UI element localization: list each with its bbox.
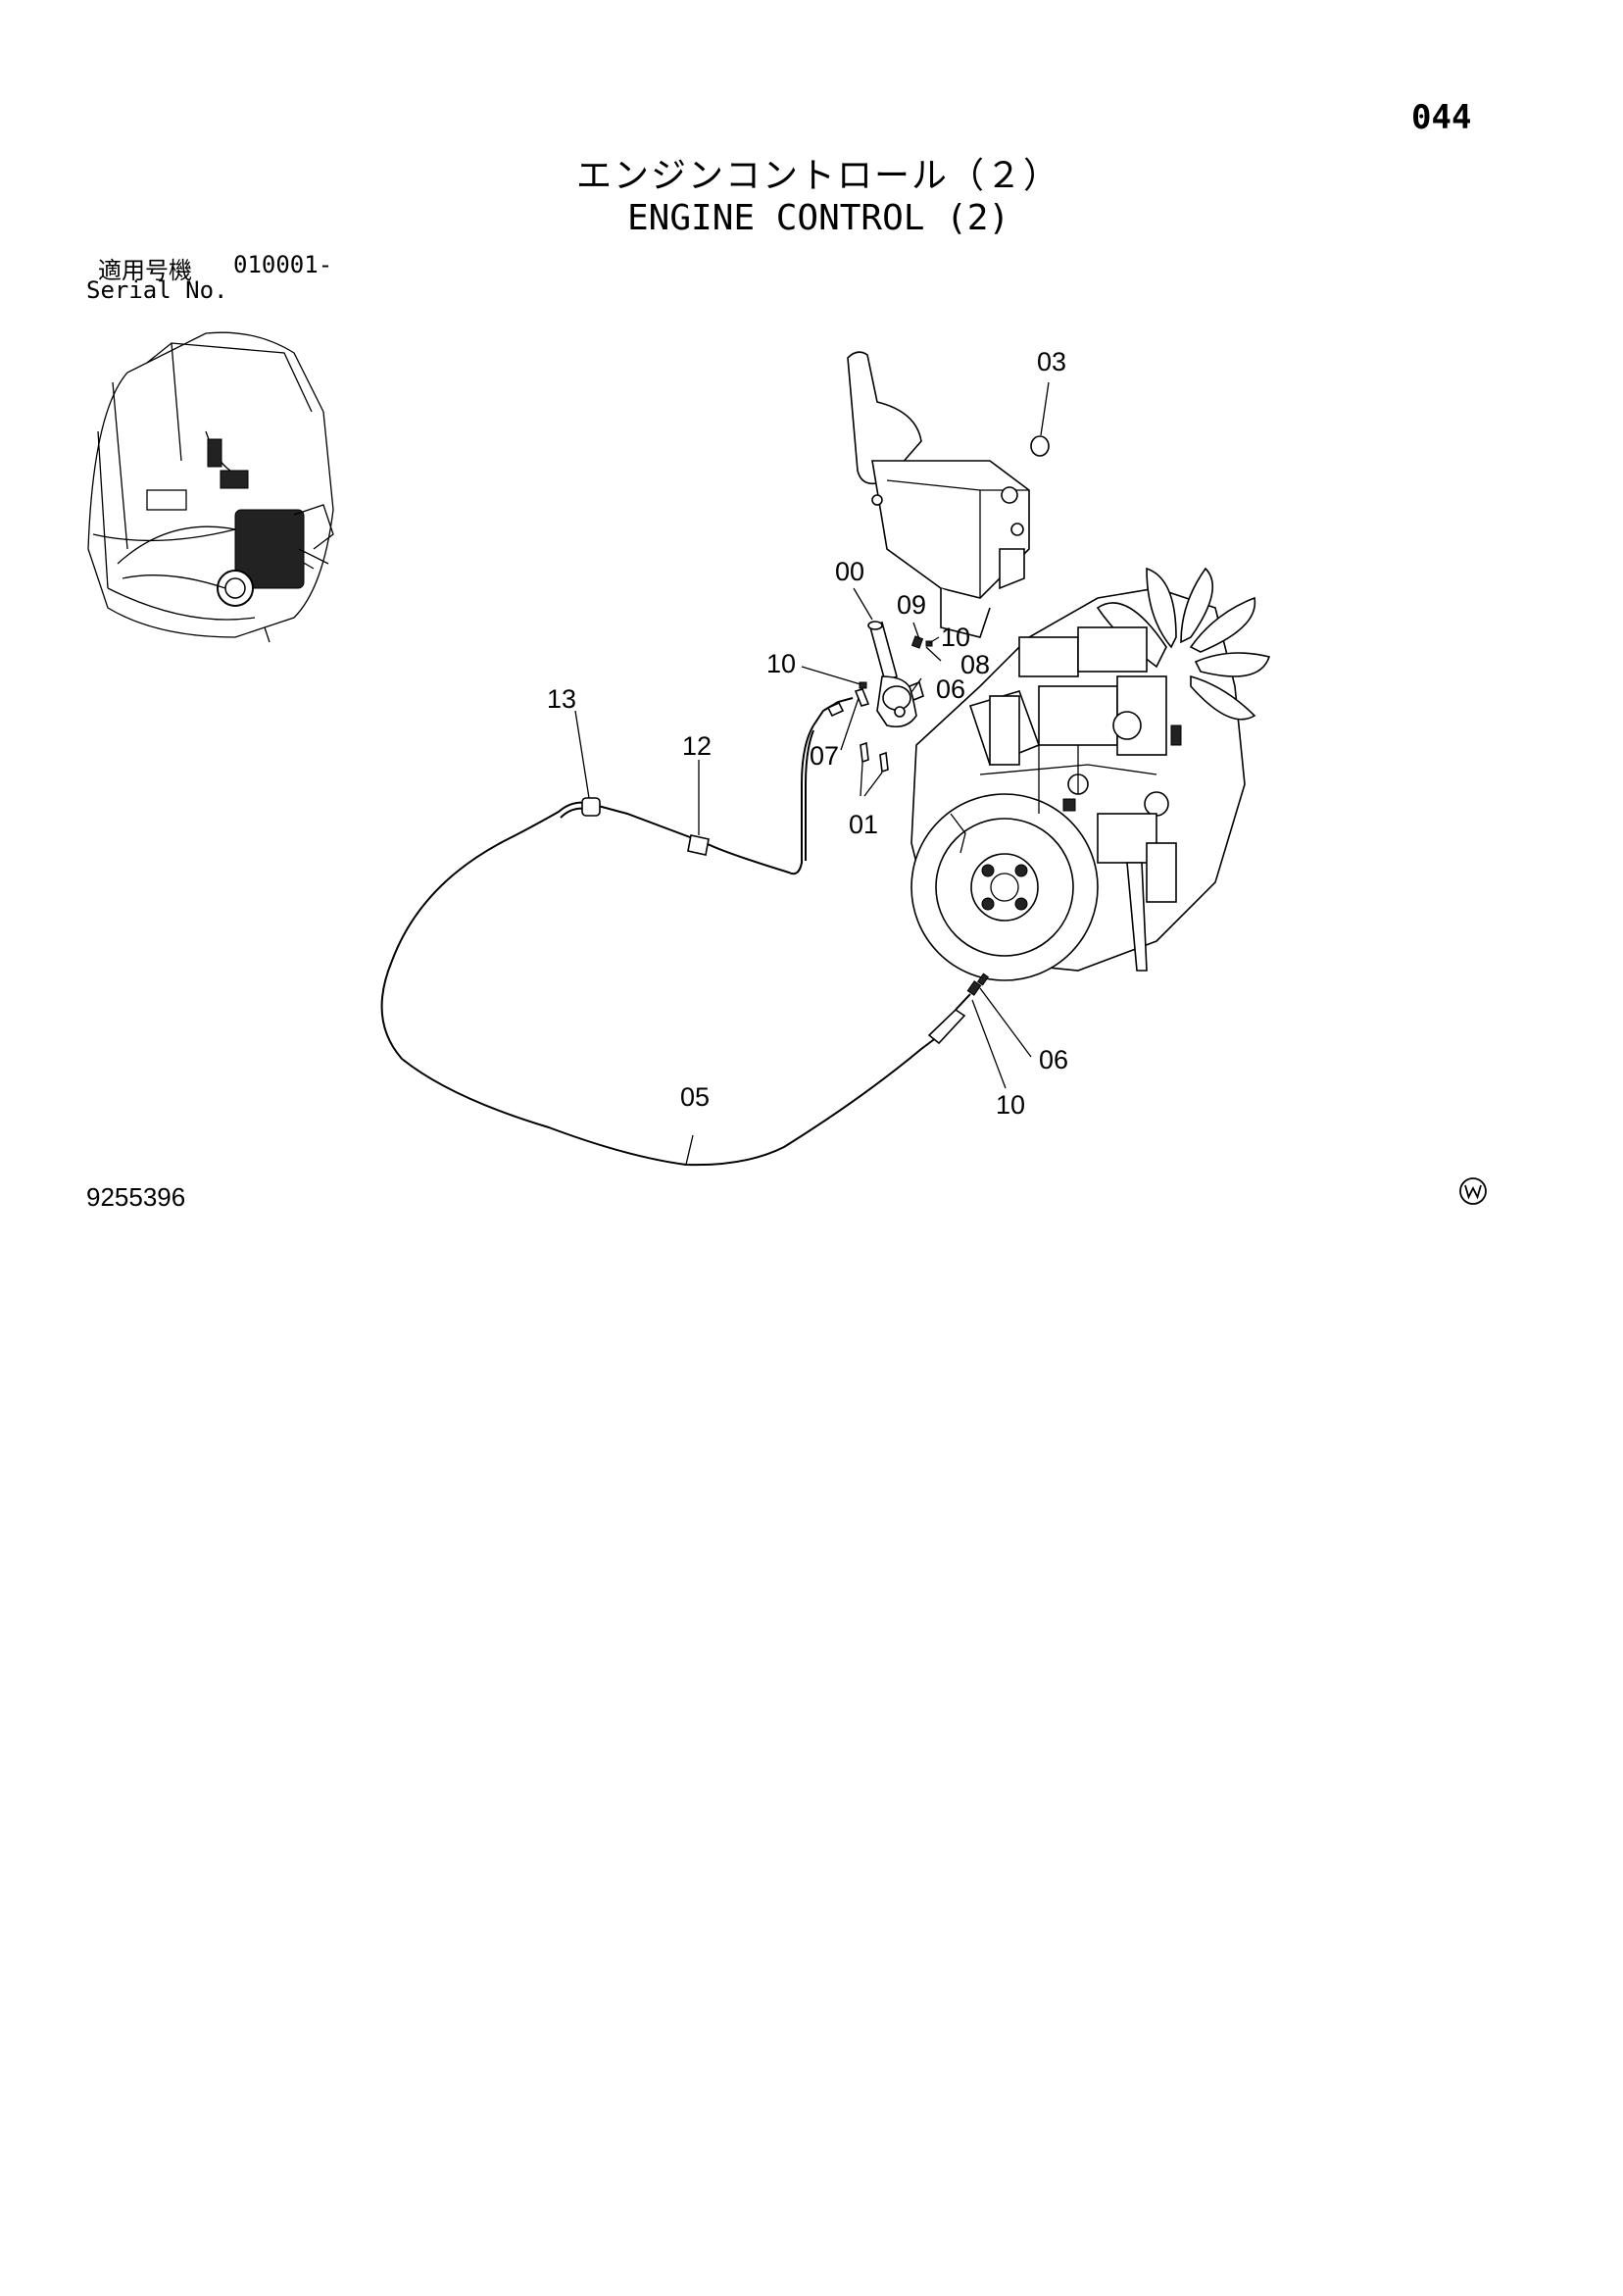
leader-lines [574,381,1050,1166]
callout-10-upper: 10 [941,623,970,652]
callout-05: 05 [680,1082,710,1112]
callout-00: 00 [835,557,864,586]
page-title-japanese: エンジンコントロール（２） [576,156,1061,196]
callout-01: 01 [849,810,878,839]
callout-07: 07 [810,741,839,771]
callout-03: 03 [1037,347,1066,376]
throttle-cable [380,697,990,1167]
o-ring-part [1030,435,1050,457]
callout-08: 08 [960,650,990,679]
callout-12: 12 [682,731,712,761]
overview-engine [217,504,334,607]
engine-assembly-icon [910,567,1271,981]
circled-w-icon [1459,1177,1487,1205]
callout-06-lower: 06 [1039,1045,1068,1074]
serial-range: 010001- [233,251,333,278]
serial-label-japanese: 適用号機 [98,257,192,284]
callout-06-upper: 06 [936,674,965,704]
callout-10-left: 10 [766,649,796,678]
control-lever-icon [847,351,1030,638]
drawing-number: 9255396 [86,1182,186,1212]
serial-label-english: Serial No. [86,276,228,304]
callout-13: 13 [547,684,576,714]
excavator-cab-overview-icon [87,331,334,643]
callout-10-lower: 10 [996,1090,1025,1120]
callout-labels: 03 00 09 10 08 06 10 07 01 13 12 05 06 1… [547,347,1068,1120]
callout-09: 09 [897,590,926,620]
page-number: 044 [1411,98,1472,137]
throttle-lever-assembly [854,621,933,774]
page-title-english: ENGINE CONTROL (2) [627,198,1010,238]
